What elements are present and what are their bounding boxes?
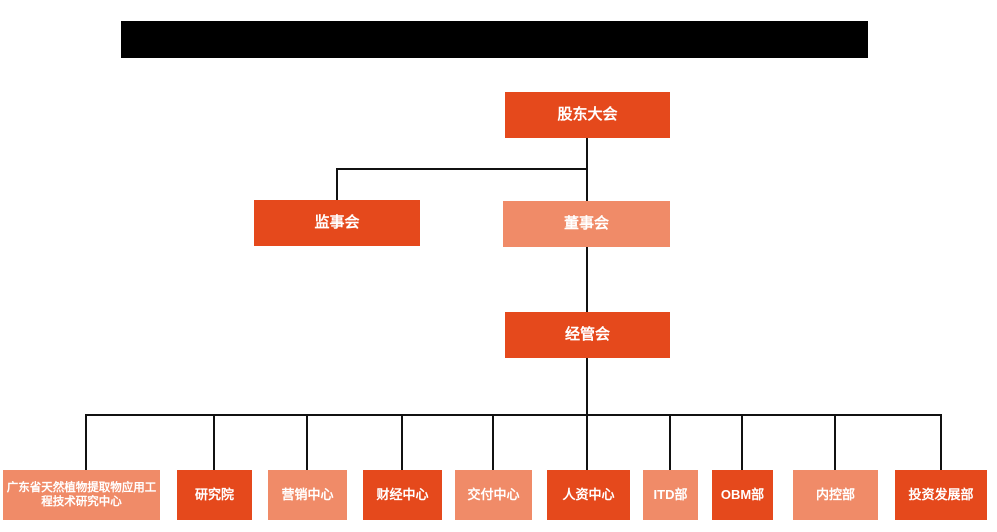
- node-label: 投资发展部: [908, 486, 974, 502]
- connector-board-drop: [586, 168, 588, 201]
- node-dept-obm: OBM部: [712, 470, 773, 520]
- node-label: 股东大会: [557, 105, 618, 123]
- redacted-title-bar: [121, 21, 868, 58]
- node-dept-marketing-center: 营销中心: [268, 470, 347, 520]
- node-label: 财经中心: [376, 486, 429, 502]
- node-label: 人资中心: [562, 486, 615, 502]
- connector-drop-dept-0: [85, 414, 87, 470]
- connector-bus-horizontal: [85, 414, 942, 416]
- node-label: 内控部: [815, 486, 855, 502]
- connector-drop-dept-8: [834, 414, 836, 470]
- connector-branch-horizontal: [336, 168, 588, 170]
- node-label: 研究院: [194, 486, 234, 502]
- connector-shareholders-down: [586, 138, 588, 170]
- node-label: ITD部: [653, 486, 688, 502]
- connector-supervisory-drop: [336, 168, 338, 201]
- node-shareholders-meeting: 股东大会: [505, 92, 670, 138]
- node-board-of-directors: 董事会: [503, 201, 670, 247]
- node-management-committee: 经管会: [505, 312, 670, 358]
- node-label: 广东省天然植物提取物应用工程技术研究中心: [6, 481, 157, 508]
- node-label: 监事会: [314, 213, 360, 231]
- node-dept-research-institute: 研究院: [177, 470, 252, 520]
- connector-drop-dept-2: [306, 414, 308, 470]
- node-dept-investment-development: 投资发展部: [895, 470, 987, 520]
- node-supervisory-board: 监事会: [254, 200, 420, 246]
- connector-board-management: [586, 247, 588, 312]
- node-dept-research-center: 广东省天然植物提取物应用工程技术研究中心: [3, 470, 160, 520]
- node-label: OBM部: [720, 486, 765, 502]
- node-dept-hr-center: 人资中心: [547, 470, 630, 520]
- connector-drop-dept-4: [492, 414, 494, 470]
- node-label: 营销中心: [281, 486, 334, 502]
- connector-drop-dept-9: [940, 414, 942, 470]
- node-label: 经管会: [564, 325, 610, 343]
- node-dept-finance-center: 财经中心: [363, 470, 442, 520]
- connector-drop-dept-6: [669, 414, 671, 470]
- node-label: 交付中心: [467, 486, 520, 502]
- connector-drop-dept-7: [741, 414, 743, 470]
- connector-drop-dept-1: [213, 414, 215, 470]
- node-dept-itd: ITD部: [643, 470, 698, 520]
- node-dept-delivery-center: 交付中心: [455, 470, 532, 520]
- connector-drop-dept-3: [401, 414, 403, 470]
- node-dept-internal-control: 内控部: [793, 470, 878, 520]
- node-label: 董事会: [563, 214, 609, 232]
